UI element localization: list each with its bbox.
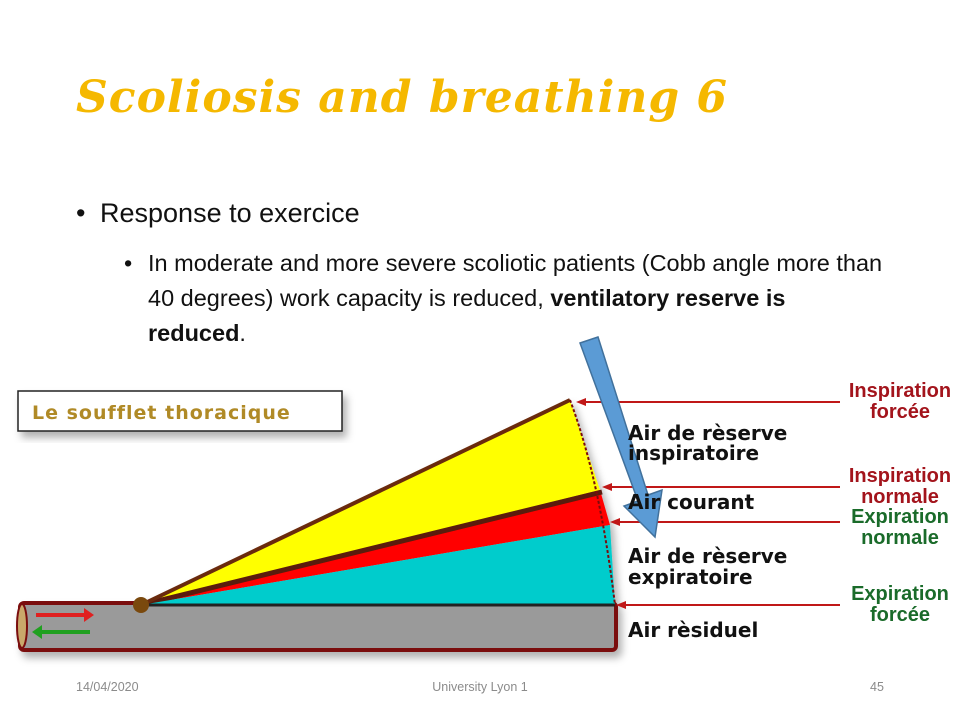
- marker-label: Inspiration: [849, 380, 951, 402]
- tube: [18, 601, 618, 652]
- zone-label: expiratoire: [628, 565, 753, 589]
- diagram-label-box: Le soufflet thoracique: [17, 390, 343, 432]
- bullet-level2: • In moderate and more severe scoliotic …: [124, 246, 884, 351]
- marker-label: Expiration: [851, 583, 949, 605]
- bullet-level1: •Response to exercice: [76, 198, 360, 228]
- page-number: 45: [870, 680, 884, 694]
- bullet-end: .: [239, 320, 246, 346]
- bullet-text: Response to exercice: [100, 198, 360, 228]
- zone-label: Air rèsiduel: [628, 618, 758, 642]
- bullet-body: In moderate and more severe scoliotic pa…: [148, 250, 883, 311]
- marker-label: normale: [861, 527, 939, 549]
- zone-label: Air courant: [628, 490, 755, 514]
- slide-title: Scoliosis and breathing 6: [76, 72, 729, 123]
- marker-label: Expiration: [851, 506, 949, 528]
- marker-label: normale: [861, 486, 939, 508]
- zone-label: Air de rèserve: [628, 544, 787, 568]
- footer-center: University Lyon 1: [432, 680, 528, 694]
- bullet-bold: ventilatory reserve is reduced: [148, 285, 786, 346]
- flow-arrows-icon: [32, 608, 94, 639]
- pivot: [133, 597, 149, 613]
- marker-label: forcée: [870, 401, 930, 423]
- bullet-text: In moderate and more severe scoliotic pa…: [148, 246, 884, 351]
- footer-date: 14/04/2020: [76, 680, 139, 694]
- down-arrow-icon: [579, 336, 663, 539]
- zone-label: Air de rèserve: [628, 421, 787, 445]
- marker-label: Inspiration: [849, 465, 951, 487]
- marker-label: forcée: [870, 604, 930, 626]
- zone-expiratory-reserve: [141, 525, 615, 605]
- zone-inspiratory-reserve: [141, 400, 600, 605]
- zone-label: inspiratoire: [628, 441, 759, 465]
- diagram-label: Le soufflet thoracique: [32, 402, 291, 424]
